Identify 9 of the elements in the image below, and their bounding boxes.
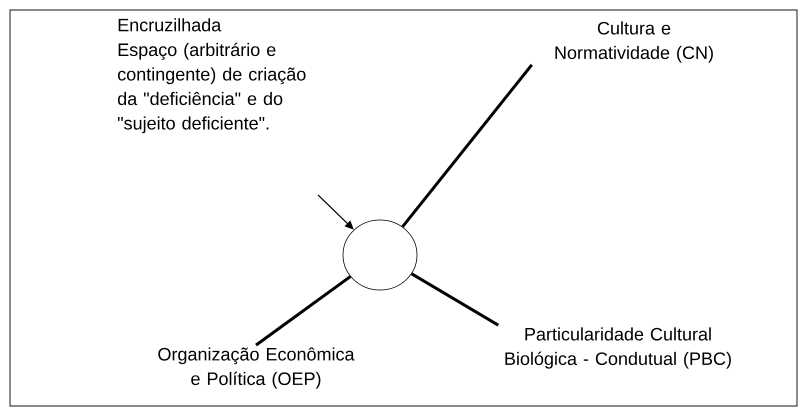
annotation-text: Espaço (arbitrário e contingente) de criação da "deficiência" e do "sujeito deficiente".	[118, 42, 306, 134]
node-label: Particularidade Cultural Biológica - Condutual (PBC)	[505, 327, 731, 369]
crossroads-circle	[342, 220, 418, 290]
line	[401, 64, 533, 228]
annotation-text: Encruzilhada	[118, 18, 222, 32]
node-label: Cultura e Normatividade (CN)	[555, 21, 713, 63]
node-label: Organização Econômica e Política (OEP)	[158, 347, 355, 389]
line	[410, 272, 500, 326]
line	[255, 275, 352, 346]
